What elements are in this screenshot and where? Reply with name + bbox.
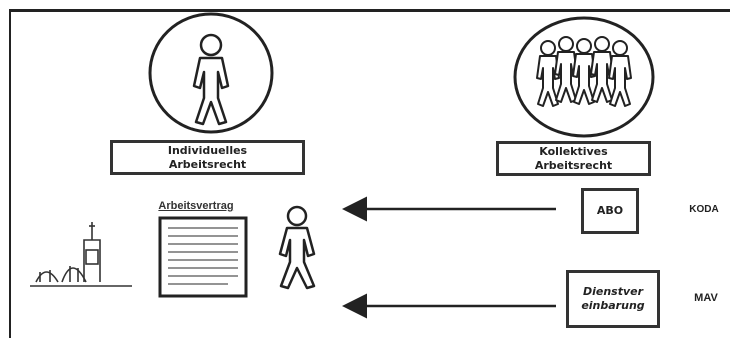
individual-title-line2: Arbeitsrecht [169, 158, 246, 171]
mav-label: MAV [686, 292, 726, 304]
abo-box: ABO [581, 188, 639, 234]
collective-title-line1: Kollektives [539, 145, 607, 158]
abo-label: ABO [597, 204, 623, 218]
koda-label: KODA [684, 204, 724, 215]
contract-document-icon [160, 218, 246, 296]
church-sketch-icon [30, 222, 132, 286]
dienstvereinbarung-line2: einbarung [581, 299, 644, 312]
individual-title-line1: Individuelles [168, 144, 247, 157]
dienstvereinbarung-line1: Dienstver [583, 285, 643, 298]
collective-title-line2: Arbeitsrecht [535, 159, 612, 172]
worker-person-icon [280, 207, 314, 288]
contract-label: Arbeitsvertrag [136, 200, 256, 212]
